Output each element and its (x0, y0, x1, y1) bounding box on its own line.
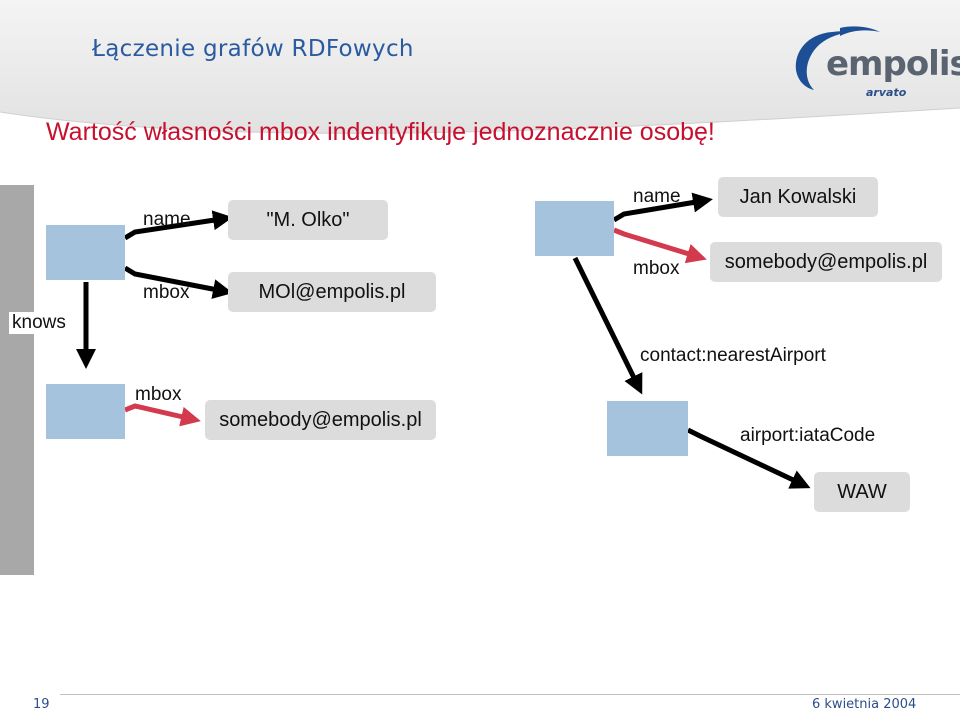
resource-node-airport (607, 401, 688, 456)
footer-date: 6 kwietnia 2004 (812, 697, 917, 712)
edge-label-left-mbox: mbox (143, 282, 190, 303)
resource-node-person-1 (46, 225, 125, 280)
edge-left-mbox-arrow (123, 265, 233, 299)
logo-wordmark: empolis (826, 44, 960, 84)
literal-name-kowalski: Jan Kowalski (718, 177, 878, 217)
edge-label-knows: knows (9, 312, 69, 334)
slide-subtitle: Wartość własności mbox indentyfikuje jed… (46, 118, 715, 146)
edge-airport-arrow (572, 256, 643, 395)
page-number: 19 (33, 697, 50, 712)
slide-title: Łączenie grafów RDFowych (92, 36, 414, 62)
literal-name-olko: "M. Olko" (228, 200, 388, 240)
edge-label-right-name: name (633, 186, 681, 207)
edge-label-left-mbox2: mbox (135, 384, 182, 405)
edge-right-name-arrow (612, 192, 713, 223)
edge-right-mbox-arrow (613, 227, 707, 264)
header-wave-decoration (0, 107, 960, 160)
literal-mbox-mol: MOl@empolis.pl (228, 272, 436, 312)
edge-label-nearest-airport: contact:nearestAirport (640, 345, 826, 366)
literal-mbox-somebody-left: somebody@empolis.pl (205, 400, 436, 440)
side-bar (0, 185, 34, 575)
edge-label-iata-code: airport:iataCode (740, 425, 876, 446)
empolis-logo-icon (795, 26, 880, 90)
edge-left-name-arrow (123, 210, 233, 241)
resource-node-person-3 (535, 201, 614, 256)
edge-label-right-mbox: mbox (633, 258, 680, 279)
resource-node-person-2 (46, 384, 125, 439)
logo-submark: arvato (866, 86, 907, 99)
literal-iata-waw: WAW (814, 472, 910, 512)
edge-label-left-name: name (143, 209, 191, 230)
edge-left-mbox2-arrow (124, 403, 201, 427)
footer-divider (60, 694, 960, 695)
literal-mbox-somebody-right: somebody@empolis.pl (710, 242, 942, 282)
edge-iata-arrow (686, 427, 811, 489)
